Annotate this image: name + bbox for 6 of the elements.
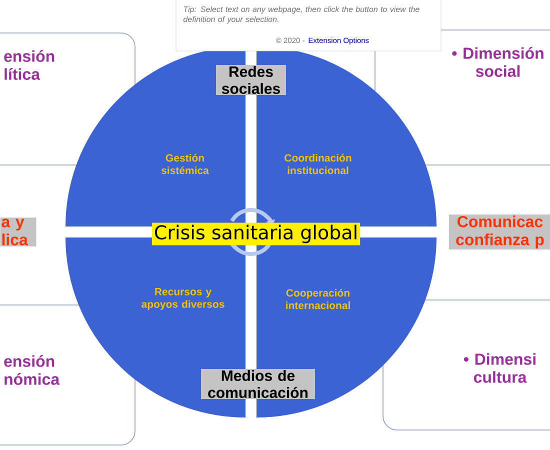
dimension-box: • Dimensi cultura: [382, 300, 550, 430]
highlighted-text: a y lica: [0, 218, 36, 246]
highlighted-text: Medios de comunicación: [201, 368, 315, 399]
title-box: Crisis sanitaria global: [152, 222, 360, 246]
highlighted-text: Comunicac confianza p: [449, 214, 550, 250]
highlighted-text: Redes sociales: [216, 65, 286, 95]
